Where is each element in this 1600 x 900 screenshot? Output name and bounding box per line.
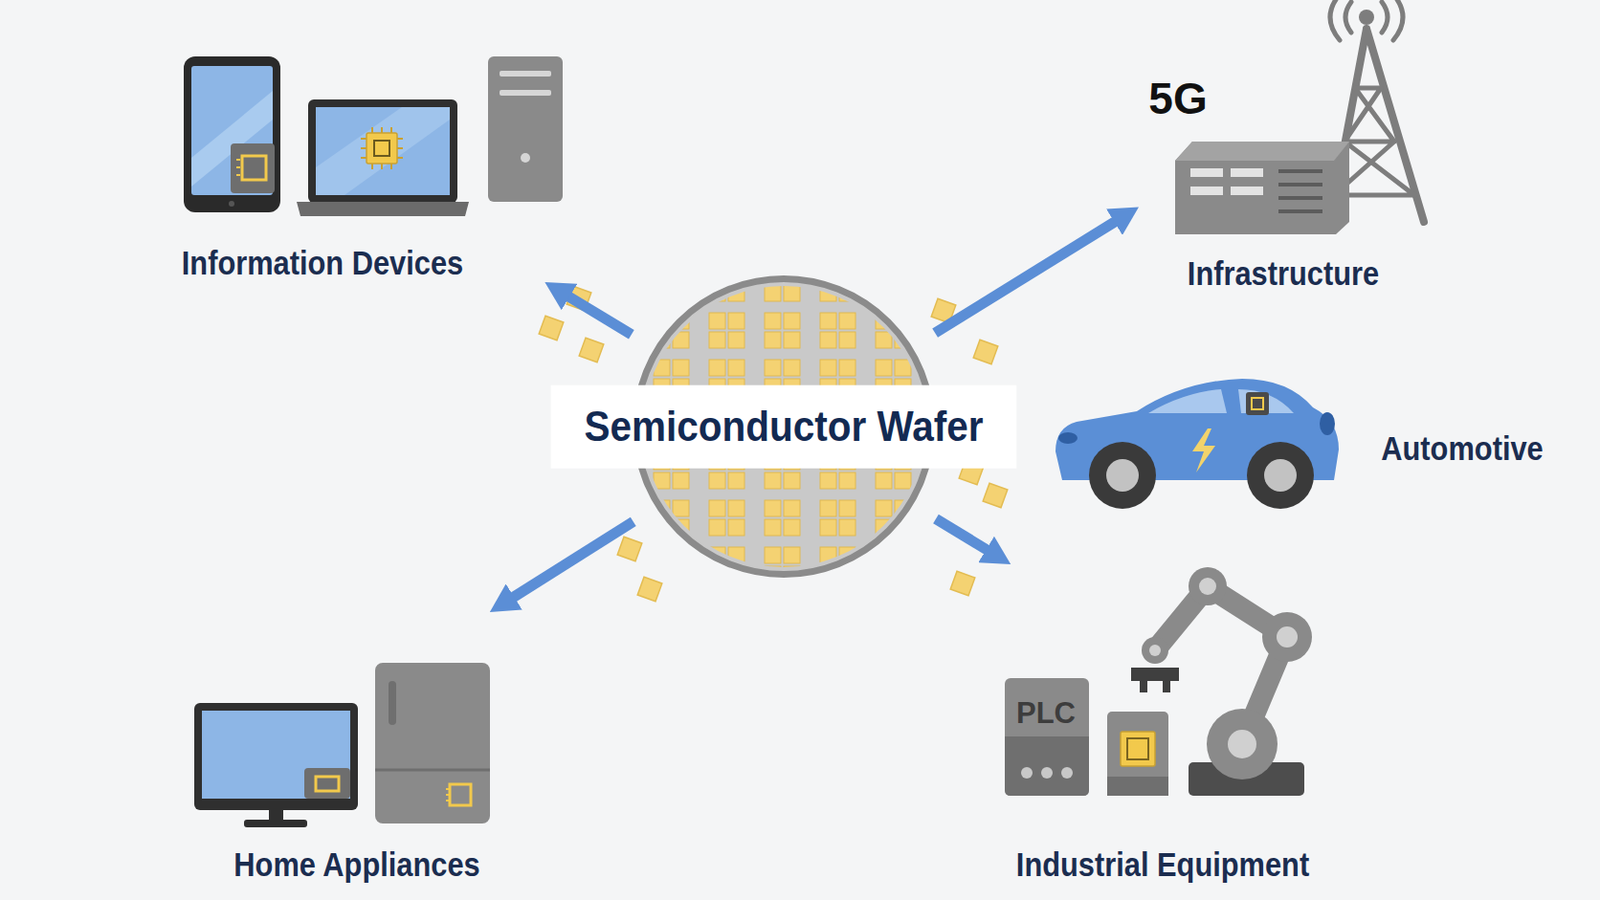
vent-slot xyxy=(1190,186,1223,196)
module-base xyxy=(1107,777,1169,797)
chip-symbol xyxy=(315,777,339,792)
chip-flake xyxy=(538,315,564,341)
chip-flake xyxy=(982,483,1008,509)
screen-glare xyxy=(315,107,450,196)
car-wheel xyxy=(1088,442,1156,510)
antenna-tip xyxy=(1358,9,1375,25)
category-node: Infrastructure xyxy=(1138,0,1436,292)
drive-slot xyxy=(499,70,552,77)
power-button xyxy=(520,153,531,163)
category-label: Automotive xyxy=(1380,429,1543,468)
car-window xyxy=(1148,389,1227,414)
chip-pins xyxy=(445,789,450,801)
flow-arrow xyxy=(562,292,632,334)
car-wheel xyxy=(1246,442,1314,510)
joint-hub xyxy=(1227,730,1257,759)
category-label: Home Appliances xyxy=(233,845,480,885)
fridge-door-line xyxy=(375,769,490,773)
lightning-bolt xyxy=(1192,428,1216,473)
chip-plate xyxy=(1245,392,1269,416)
laptop-icon xyxy=(308,99,458,203)
vent-slot xyxy=(1230,186,1264,196)
chip-flake xyxy=(931,298,956,324)
base-station-top xyxy=(1175,141,1350,161)
robot-joint xyxy=(1262,612,1312,663)
fridge-icon xyxy=(375,663,490,824)
device-tag: PLC xyxy=(1016,697,1076,731)
category-label: Industrial Equipment xyxy=(1016,845,1310,885)
tv-icon xyxy=(194,703,358,811)
chip-symbol xyxy=(1251,398,1264,410)
chip-module xyxy=(1107,711,1169,797)
vent-slot xyxy=(1230,168,1264,178)
chip-flake xyxy=(637,577,663,602)
fridge-handle xyxy=(388,681,397,726)
chip-symbol xyxy=(366,133,398,164)
chip-flake xyxy=(973,339,999,365)
chip-plate xyxy=(304,768,351,800)
wafer-node: Semiconductor Wafer xyxy=(632,275,935,578)
tv-stand-base xyxy=(244,820,308,828)
wheel-hub xyxy=(1106,459,1139,492)
chip-flake xyxy=(578,337,604,363)
car-light xyxy=(1319,412,1335,436)
robot-gripper xyxy=(1131,667,1179,693)
plc-led xyxy=(1021,767,1033,779)
chip-plate xyxy=(230,143,275,194)
plc-led xyxy=(1041,767,1053,779)
base-station xyxy=(1175,141,1350,235)
joint-hub xyxy=(1276,626,1298,648)
flow-arrow xyxy=(507,521,633,601)
drive-slot xyxy=(499,89,552,96)
flow-arrow xyxy=(935,519,993,555)
flow-arrow xyxy=(934,218,1121,334)
laptop-base xyxy=(296,201,469,217)
chip-symbol xyxy=(1120,732,1156,767)
chip-symbol xyxy=(449,784,471,806)
robot-joint xyxy=(1206,709,1278,780)
car-light xyxy=(1058,432,1078,445)
vent-line xyxy=(1278,209,1323,214)
tablet-button xyxy=(228,200,235,207)
chip-pins xyxy=(236,159,241,176)
category-label: Information Devices xyxy=(181,244,464,283)
radio-waves xyxy=(1330,0,1403,41)
wheel-hub xyxy=(1264,459,1297,492)
tv-screen xyxy=(201,711,351,800)
chip-symbol xyxy=(242,155,267,180)
plc-led xyxy=(1061,767,1073,779)
robot-joint xyxy=(1188,567,1227,606)
vent-line xyxy=(1278,196,1323,200)
category-node: Information Devices xyxy=(177,52,575,283)
category-node: Home Appliances xyxy=(186,612,498,890)
chip-pins xyxy=(360,127,403,170)
wafer-label: Semiconductor Wafer xyxy=(551,385,1018,469)
category-node: Automotive xyxy=(1052,373,1570,512)
network-tag: 5G xyxy=(1148,74,1207,124)
desktop-tower xyxy=(488,56,563,202)
vent-slot xyxy=(1190,168,1223,178)
chip-flake xyxy=(566,286,592,312)
chip-flake xyxy=(950,571,976,597)
robot-joint xyxy=(1141,637,1169,665)
laptop-screen xyxy=(315,107,450,196)
chip-flake xyxy=(617,536,643,562)
plc-lower xyxy=(1004,736,1089,797)
tablet-icon xyxy=(183,56,281,213)
vent-line xyxy=(1278,169,1323,174)
plc-unit xyxy=(1004,678,1089,797)
chip-core xyxy=(374,140,390,156)
joint-hub xyxy=(1149,644,1161,657)
chip-core xyxy=(1127,738,1149,760)
joint-hub xyxy=(1199,577,1217,596)
category-label: Infrastructure xyxy=(1187,254,1379,293)
vent-line xyxy=(1278,182,1323,187)
